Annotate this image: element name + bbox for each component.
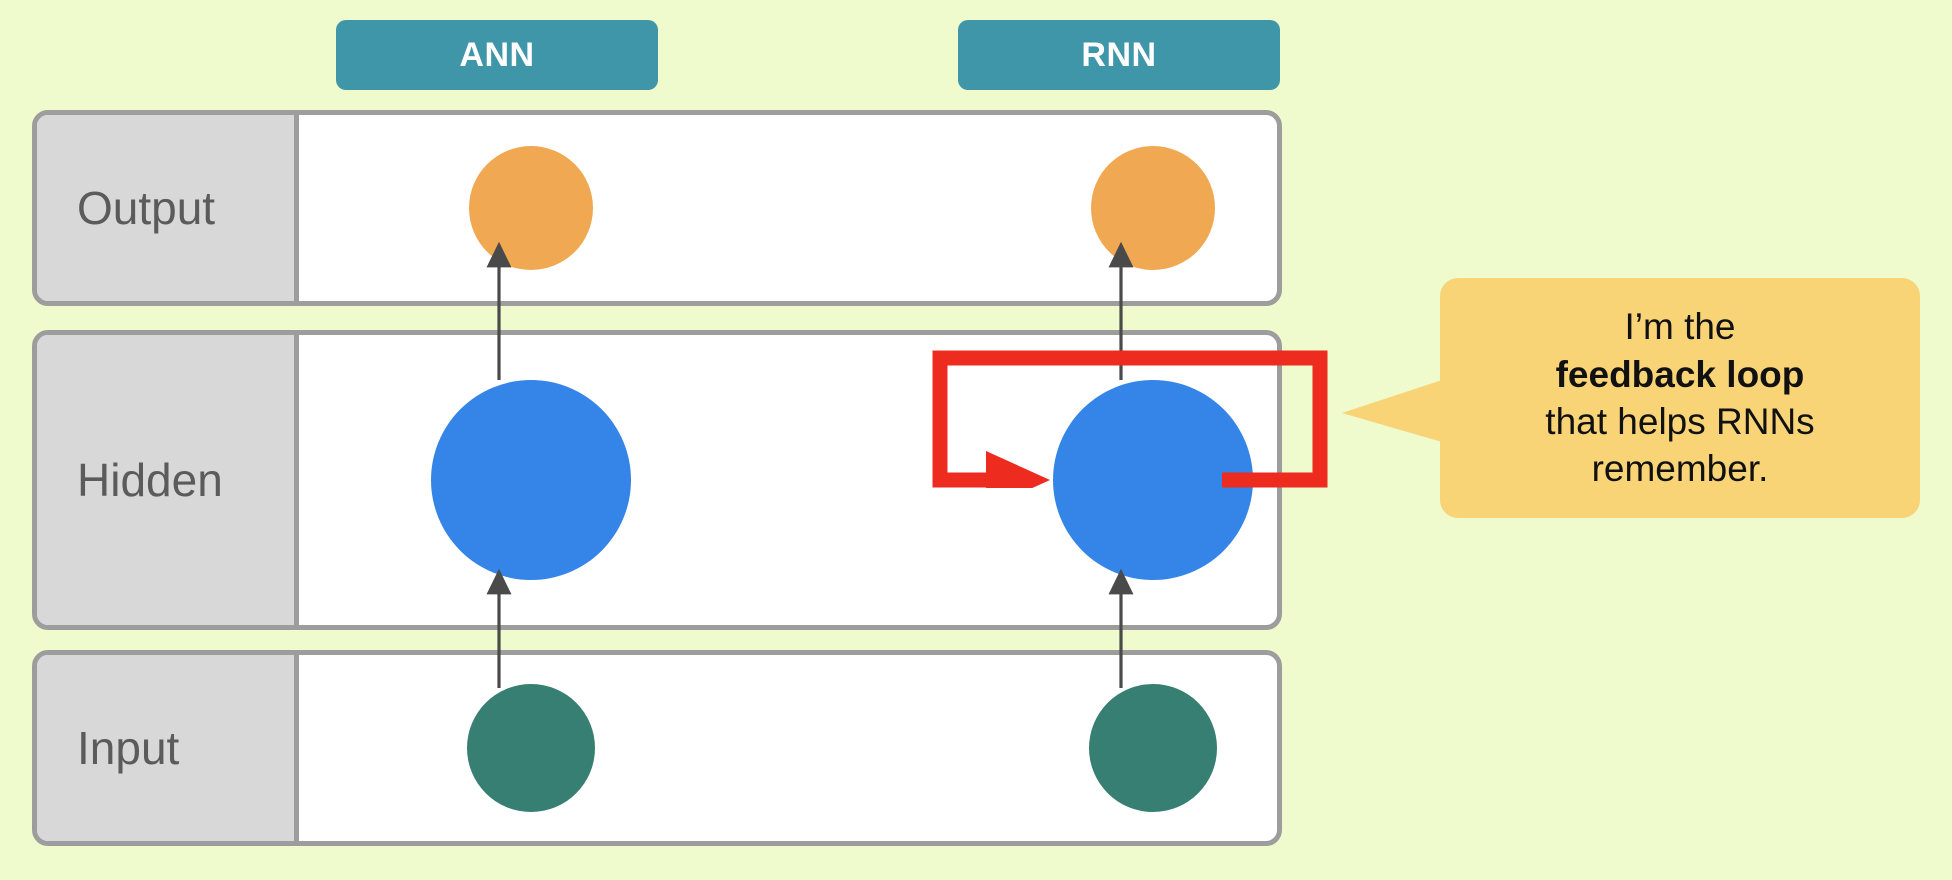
callout-text: I’m the feedback loop that helps RNNs re… [1545, 303, 1814, 492]
row-label-hidden: Hidden [37, 335, 299, 625]
callout-line-4: remember. [1591, 448, 1769, 490]
node-input-rnn [1089, 684, 1217, 812]
node-output-rnn [1091, 146, 1215, 270]
row-label-output: Output [37, 115, 299, 301]
callout-line-2-bold: feedback loop [1555, 353, 1805, 395]
row-label-input: Input [37, 655, 299, 841]
node-hidden-rnn [1053, 380, 1253, 580]
row-label-hidden-text: Hidden [77, 454, 223, 506]
node-hidden-ann [431, 380, 631, 580]
column-header-rnn-label: RNN [1081, 35, 1157, 74]
column-header-rnn: RNN [958, 20, 1280, 90]
row-label-input-text: Input [77, 722, 180, 774]
row-body-hidden [299, 335, 1277, 625]
row-panel-output: Output [32, 110, 1282, 306]
row-panel-input: Input [32, 650, 1282, 846]
callout-tail-icon [1342, 380, 1442, 442]
callout-line-1: I’m the [1624, 306, 1736, 348]
callout-bubble: I’m the feedback loop that helps RNNs re… [1440, 278, 1920, 518]
row-panel-hidden: Hidden [32, 330, 1282, 630]
row-body-input [299, 655, 1277, 841]
column-header-ann-label: ANN [459, 35, 535, 74]
row-label-output-text: Output [77, 182, 216, 234]
column-header-ann: ANN [336, 20, 658, 90]
callout-line-3: that helps RNNs [1545, 401, 1815, 442]
node-output-ann [469, 146, 593, 270]
node-input-ann [467, 684, 595, 812]
row-body-output [299, 115, 1277, 301]
